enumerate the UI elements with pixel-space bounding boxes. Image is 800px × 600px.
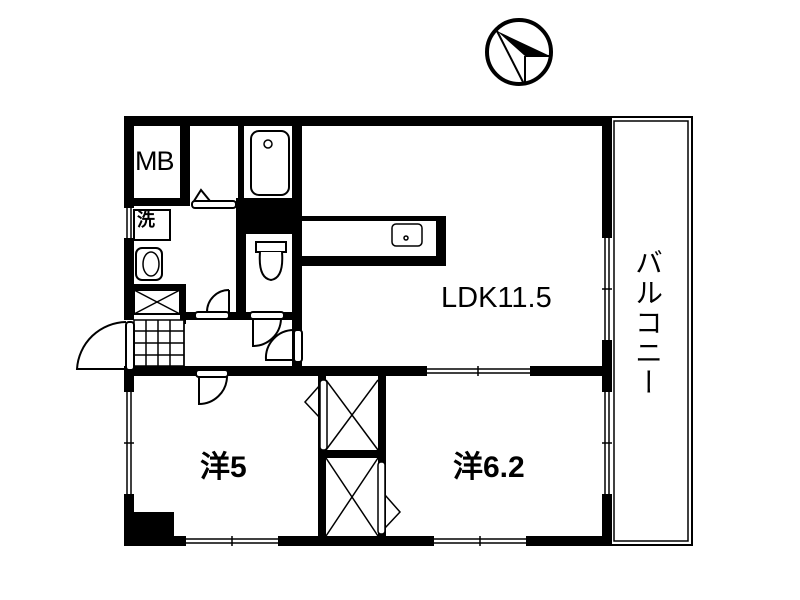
windows — [124, 208, 612, 546]
ldk-label: LDK11.5 — [441, 282, 552, 314]
doors — [75, 188, 303, 406]
exterior-walls — [124, 116, 612, 546]
shoe-cabinet-icon — [133, 289, 181, 315]
meter-box-label: MB — [135, 146, 174, 176]
kitchen-sink-icon — [391, 223, 423, 247]
bathtub-icon — [250, 130, 290, 196]
washroom-label-box — [133, 209, 171, 241]
washroom-label: 洗 — [137, 210, 155, 231]
western-room-1-label: 洋5 — [200, 451, 247, 484]
closet-icon — [303, 379, 402, 537]
entry-floor-grid — [133, 319, 185, 367]
toilet-icon — [255, 241, 287, 282]
north-arrow-compass-icon — [485, 18, 553, 86]
interior-walls — [124, 116, 612, 546]
western-room-2-label: 洋6.2 — [453, 451, 525, 484]
washbasin-icon — [135, 247, 163, 281]
balcony-label: バルコニー — [631, 248, 664, 398]
